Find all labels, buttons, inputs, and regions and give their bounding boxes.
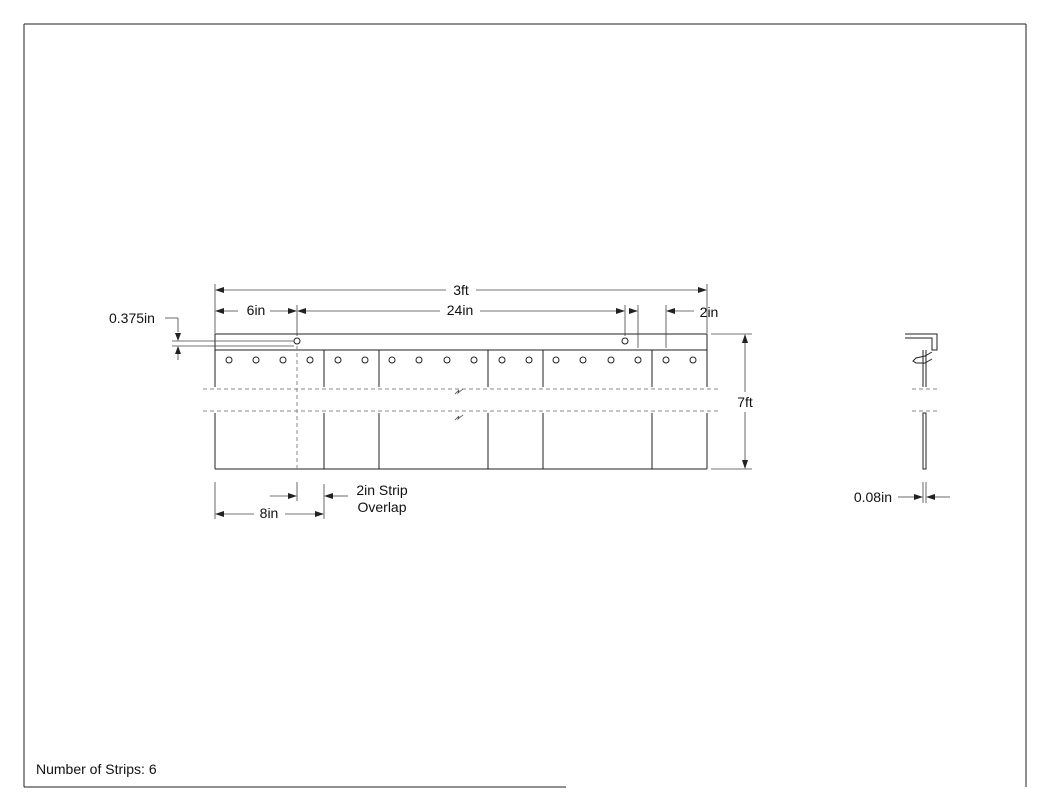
- dim-thickness-label: 0.08in: [854, 489, 892, 505]
- break-symbol-bottom: [454, 414, 464, 421]
- dim-first-hole-offset: 6in: [215, 302, 298, 336]
- sheet-border: [23, 23, 1027, 788]
- side-view: [905, 333, 940, 470]
- dim-strip-width: 8in: [214, 482, 325, 521]
- dim-strip-width-label: 8in: [260, 505, 279, 521]
- break-symbol-top: [454, 388, 464, 395]
- mounting-rail: [214, 333, 708, 351]
- dim-strip-overlap-label-2: Overlap: [357, 499, 406, 515]
- dim-height: 7ft: [711, 333, 753, 470]
- rail-hole-left: [293, 337, 301, 345]
- dim-end-offset-label: 2in: [700, 304, 719, 320]
- strip-count-label: Number of Strips: 6: [36, 761, 157, 777]
- dim-hole-spacing-label: 24in: [447, 302, 473, 318]
- dim-overall-width: 3ft: [214, 282, 708, 333]
- side-view-strip: [922, 412, 927, 470]
- dim-height-label: 7ft: [737, 394, 753, 410]
- dim-thickness: 0.08in: [854, 482, 950, 505]
- strip-body-upper: [214, 350, 708, 387]
- dim-first-hole-offset-label: 6in: [247, 302, 266, 318]
- dim-strip-overlap: 2in Strip Overlap: [270, 482, 408, 515]
- front-view: [203, 333, 719, 470]
- side-view-hook: [912, 351, 933, 364]
- strip-body-lower: [214, 413, 708, 470]
- side-view-rail-profile: [905, 333, 938, 351]
- dim-overall-width-label: 3ft: [453, 282, 469, 298]
- dim-strip-overlap-label-1: 2in Strip: [356, 482, 408, 498]
- dim-hole-drop: 0.375in: [109, 310, 294, 360]
- rail-hole-right: [621, 337, 629, 345]
- dim-end-offset: 2in: [629, 304, 718, 348]
- dim-hole-drop-label: 0.375in: [109, 310, 155, 326]
- dim-hole-spacing: 24in: [297, 302, 626, 336]
- strip-holes: [225, 356, 697, 364]
